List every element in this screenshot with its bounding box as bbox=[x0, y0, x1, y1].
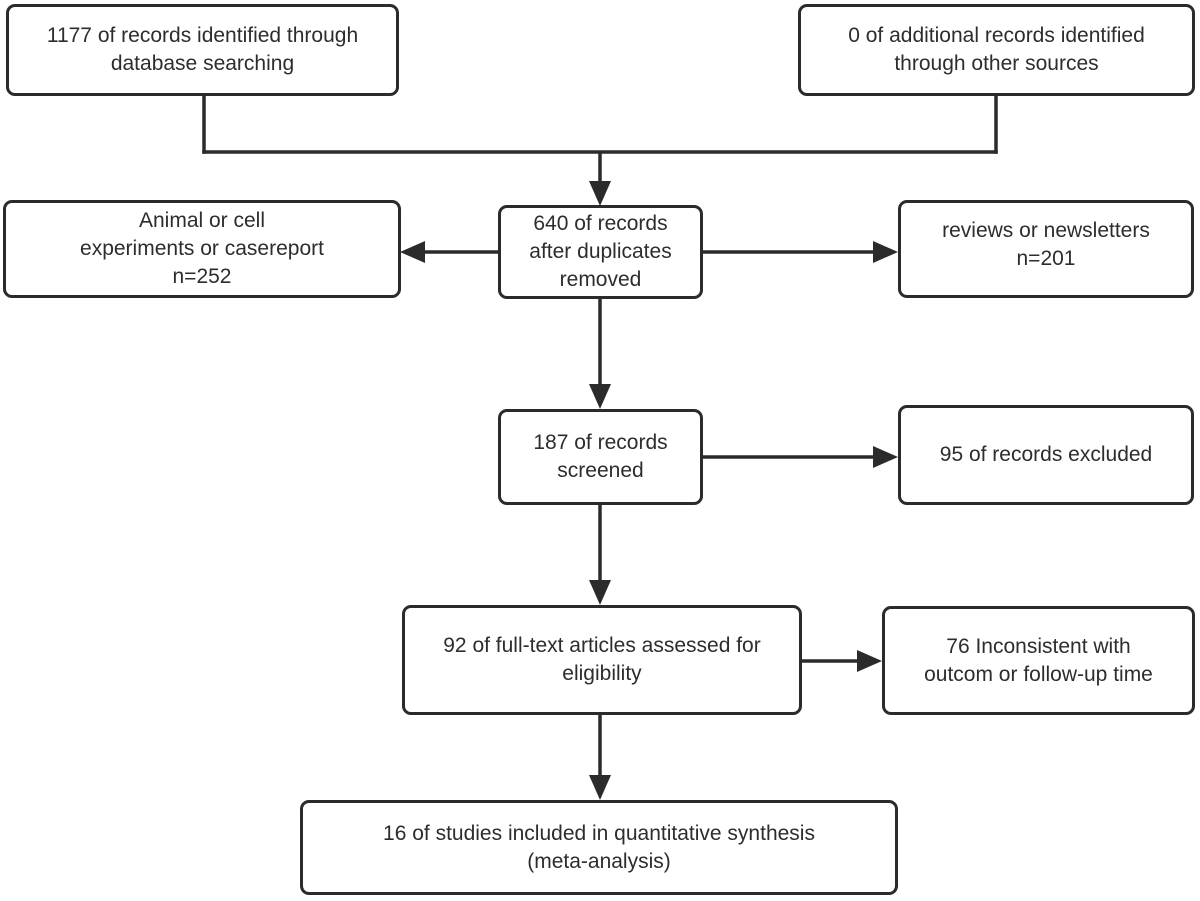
node-animal-cell-excluded: Animal or cell experiments or casereport… bbox=[3, 200, 401, 298]
arrowhead-down-icon bbox=[589, 384, 611, 409]
node-studies-included-label: 16 of studies included in quantitative s… bbox=[383, 821, 815, 873]
node-reviews-newsletters: reviews or newsletters n=201 bbox=[898, 200, 1194, 298]
node-records-screened: 187 of records screened bbox=[498, 409, 703, 505]
arrowhead-down-icon bbox=[589, 580, 611, 605]
node-records-identified: 1177 of records identified through datab… bbox=[6, 4, 399, 96]
node-fulltext-assessed: 92 of full-text articles assessed for el… bbox=[402, 605, 802, 715]
node-duplicates-removed-label: 640 of records after duplicates removed bbox=[529, 212, 672, 291]
node-inconsistent-outcome: 76 Inconsistent with outcom or follow-up… bbox=[882, 606, 1195, 715]
node-studies-included: 16 of studies included in quantitative s… bbox=[300, 800, 898, 895]
arrowhead-down-icon bbox=[589, 181, 611, 206]
node-reviews-newsletters-label: reviews or newsletters n=201 bbox=[942, 219, 1150, 270]
node-inconsistent-outcome-label: 76 Inconsistent with outcom or follow-up… bbox=[924, 634, 1153, 686]
arrowhead-down-icon bbox=[589, 775, 611, 800]
arrowhead-right-icon bbox=[873, 446, 898, 468]
node-fulltext-assessed-label: 92 of full-text articles assessed for el… bbox=[443, 634, 761, 685]
arrowhead-right-icon bbox=[873, 241, 898, 263]
node-additional-records-label: 0 of additional records identified throu… bbox=[848, 24, 1145, 75]
arrowhead-left-icon bbox=[400, 241, 425, 263]
node-animal-cell-excluded-label: Animal or cell experiments or casereport… bbox=[80, 209, 324, 288]
node-records-identified-label: 1177 of records identified through datab… bbox=[46, 24, 359, 75]
node-records-excluded-label: 95 of records excluded bbox=[939, 443, 1153, 467]
node-records-screened-label: 187 of records screened bbox=[533, 431, 668, 482]
node-additional-records: 0 of additional records identified throu… bbox=[798, 4, 1195, 96]
arrowhead-right-icon bbox=[857, 650, 882, 672]
node-duplicates-removed: 640 of records after duplicates removed bbox=[498, 205, 703, 299]
node-records-excluded: 95 of records excluded bbox=[898, 405, 1194, 505]
